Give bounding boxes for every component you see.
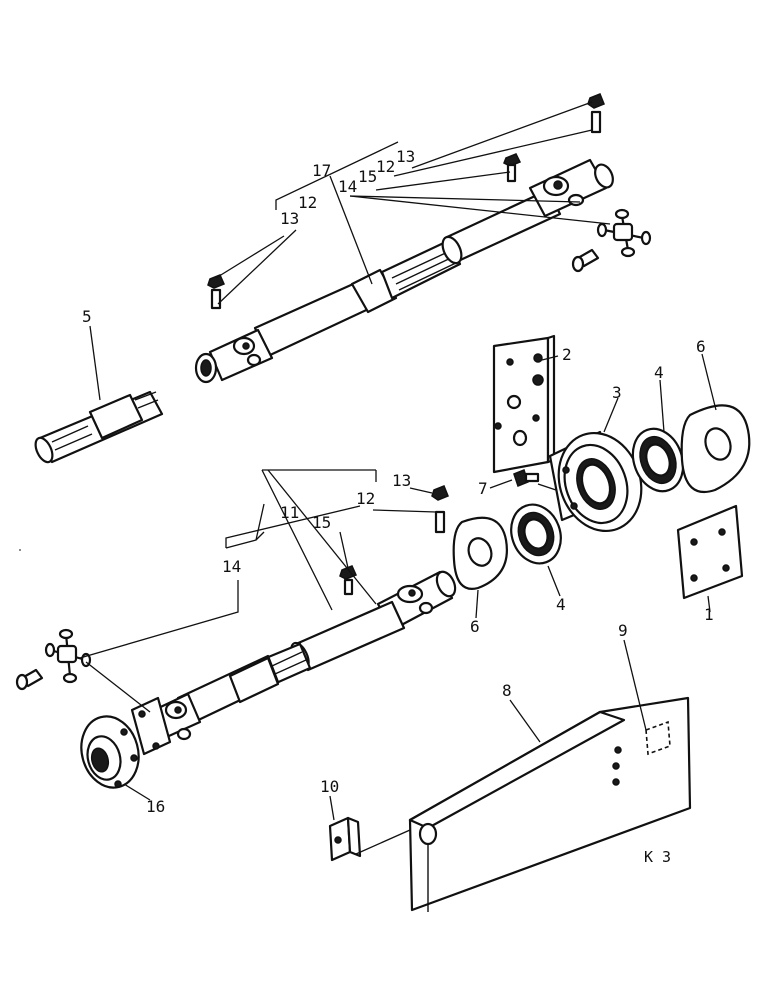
label-10: 10 (320, 777, 339, 796)
label-13-lower: 13 (392, 471, 411, 490)
label-12-top-left: 12 (298, 193, 317, 212)
label-13-top-left: 13 (280, 209, 299, 228)
drive-flange-16 (80, 715, 140, 789)
label-1: 1 (704, 605, 714, 624)
label-7: 7 (478, 479, 488, 498)
label-4-upper: 4 (654, 363, 664, 382)
label-14-lower: 14 (222, 557, 241, 576)
label-5: 5 (82, 307, 92, 326)
lower-grease-nipple (15, 668, 44, 691)
upper-grease-nipple (571, 248, 600, 273)
label-13-top-right: 13 (396, 147, 415, 166)
upper-drive-shaft (194, 158, 614, 384)
lower-hardware (339, 485, 449, 596)
lower-spider-cross (44, 628, 92, 684)
upper-hardware (207, 93, 605, 310)
label-8: 8 (502, 681, 512, 700)
stray-dot (19, 549, 21, 551)
label-3: 3 (612, 383, 622, 402)
label-17: 17 (312, 161, 331, 180)
label-15-lower: 15 (312, 513, 331, 532)
label-4-lower: 4 (556, 595, 566, 614)
leader-lines (79, 101, 717, 821)
label-9: 9 (618, 621, 628, 640)
bearing-housing-3 (548, 430, 643, 533)
ball-bearing-4-lower (510, 503, 562, 565)
mounting-plate-1 (676, 504, 744, 600)
label-11: 11 (280, 503, 299, 522)
part-number-labels: 1 2 3 4 4 5 6 6 7 8 9 10 11 12 12 12 13 … (82, 147, 714, 866)
label-16: 16 (146, 797, 165, 816)
label-2: 2 (562, 345, 572, 364)
flange-washer-6-upper (680, 404, 751, 493)
label-6-lower: 6 (470, 617, 480, 636)
label-15-upper: 15 (358, 167, 377, 186)
label-6-upper: 6 (696, 337, 706, 356)
decal-9 (645, 720, 671, 756)
ball-bearing-4-upper (631, 427, 685, 493)
label-14-upper: 14 (338, 177, 357, 196)
label-12-top-right: 12 (376, 157, 395, 176)
grease-nipple-7 (513, 469, 540, 487)
label-12-lower: 12 (356, 489, 375, 508)
upper-spider-cross (596, 208, 652, 258)
bracket-10 (328, 816, 438, 862)
sheet-code: K 3 (644, 848, 671, 866)
lower-drive-shaft (130, 570, 457, 756)
mounting-plate-2 (492, 334, 556, 474)
splined-stub-shaft (34, 390, 164, 464)
flange-washer-6-lower (452, 516, 508, 590)
